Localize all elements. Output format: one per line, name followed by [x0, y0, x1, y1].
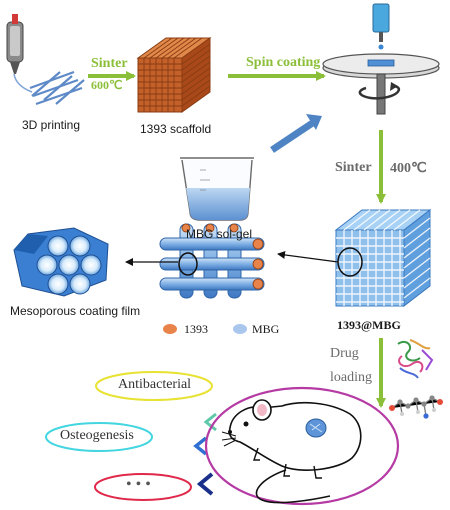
- effect-osteogenesis: Osteogenesis: [60, 428, 134, 443]
- label-sinter-2: Sinter: [335, 160, 372, 175]
- mouse-circle: [204, 386, 400, 506]
- legend-1393-label: 1393: [184, 322, 208, 336]
- chevron-2-icon: [193, 436, 208, 456]
- legend-mbg-label: MBG: [252, 322, 280, 336]
- coated-scaffold-cube-icon: [334, 208, 432, 308]
- spin-coater-icon: [322, 3, 440, 115]
- label-spin-coating: Spin coating: [246, 55, 321, 70]
- beaker-icon: [180, 157, 254, 221]
- label-1393-mbg: 1393@MBG: [337, 318, 401, 332]
- drug-molecule-icon: [389, 395, 443, 419]
- osteogenesis-ellipse: [45, 422, 153, 452]
- printed-grid-icon: [13, 70, 85, 106]
- protein-structure-icon: [397, 339, 434, 379]
- label-loading: loading: [330, 370, 372, 385]
- more-effects-ellipse: [94, 473, 192, 501]
- mouse-icon: [221, 399, 362, 504]
- label-sinter-2-temp: 400℃: [390, 161, 427, 176]
- legend-mbg-swatch: [233, 324, 247, 334]
- label-drug: Drug: [330, 346, 359, 361]
- scaffold-cube-icon: [136, 37, 212, 113]
- chevron-3-icon: [196, 472, 214, 496]
- solgel-to-spin-arrow: [270, 119, 316, 153]
- label-mesoporous-film: Mesoporous coating film: [10, 304, 141, 318]
- label-1393-scaffold: 1393 scaffold: [140, 122, 212, 136]
- solgel-to-spin-arrowhead: [306, 114, 322, 130]
- chevron-1-icon: [203, 412, 217, 432]
- printer-nozzle-icon: [6, 14, 24, 74]
- effect-antibacterial: Antibacterial: [118, 377, 192, 392]
- label-sinter-1-temp: 600℃: [91, 78, 123, 92]
- label-sinter-1: Sinter: [91, 56, 128, 71]
- label-mbg-sol-gel: MBG sol-gel: [186, 227, 253, 241]
- mesoporous-film-icon: [13, 227, 109, 297]
- legend-1393-swatch: [163, 324, 177, 334]
- woven-tubes-icon: [159, 223, 265, 299]
- effect-more: • • •: [126, 476, 151, 493]
- zoom-arrow-1: [277, 250, 339, 263]
- antibacterial-ellipse: [95, 371, 213, 401]
- label-3d-printing: 3D printing: [22, 118, 81, 132]
